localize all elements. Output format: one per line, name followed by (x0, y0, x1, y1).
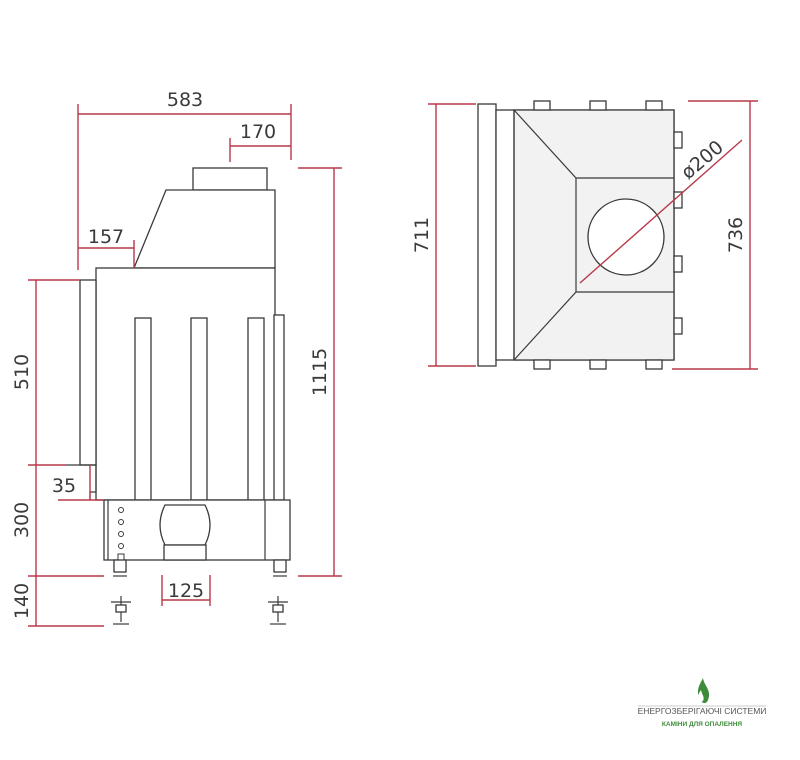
front-frame (477, 103, 497, 367)
rib (134, 317, 152, 501)
side-dimensions: 583 170 157 1115 510 35 300 140 1 (11, 89, 342, 627)
company-logo: ЕНЕРГОЗБЕРІГАЮЧІ СИСТЕМИ КАМІНИ ДЛЯ ОПАЛ… (638, 678, 767, 728)
smoke-hood (133, 189, 276, 269)
mounting-tab (673, 131, 683, 149)
dim-base-height: 300 (11, 502, 33, 538)
hole (118, 543, 124, 549)
dim-air-inlet: 125 (168, 580, 204, 602)
rib (190, 317, 208, 501)
mounting-tab (645, 100, 663, 111)
leg-foot (273, 559, 287, 573)
dim-top-setback: 157 (88, 226, 124, 248)
dim-step: 35 (52, 475, 76, 497)
mounting-tab (645, 359, 663, 370)
dim-overall-width: 583 (167, 89, 203, 111)
hole (118, 507, 124, 513)
adjustable-leg (111, 596, 131, 625)
hole (118, 531, 124, 537)
mounting-tab (673, 255, 683, 273)
mounting-tab (673, 317, 683, 335)
leg-foot (113, 559, 127, 573)
air-inlet (159, 504, 211, 546)
rear-panel (273, 314, 285, 501)
dim-plan-depth: 711 (411, 217, 433, 253)
ash-pan-holes (117, 507, 125, 561)
hole (117, 553, 125, 561)
plan-view (477, 100, 683, 370)
mounting-tab (533, 359, 551, 370)
firebox-body (95, 267, 276, 501)
mounting-tab (533, 100, 551, 111)
logo-tagline: КАМІНИ ДЛЯ ОПАЛЕННЯ (662, 721, 743, 728)
dim-flue-width: 170 (240, 121, 276, 143)
flue-collar (192, 167, 268, 191)
mounting-tab (589, 359, 607, 370)
dim-leg-height: 140 (11, 583, 33, 619)
mounting-tab (589, 100, 607, 111)
dim-total-height: 1115 (309, 348, 331, 396)
logo-name: ЕНЕРГОЗБЕРІГАЮЧІ СИСТЕМИ (638, 706, 767, 716)
door-panel (79, 279, 97, 466)
rib (247, 317, 265, 501)
air-inlet-collar (163, 544, 207, 561)
flue-opening (587, 198, 665, 276)
hole (118, 519, 124, 525)
adjustable-leg (268, 596, 288, 625)
dim-door-height: 510 (11, 354, 33, 390)
side-elevation (66, 167, 291, 625)
dim-plan-width: 736 (725, 217, 747, 253)
